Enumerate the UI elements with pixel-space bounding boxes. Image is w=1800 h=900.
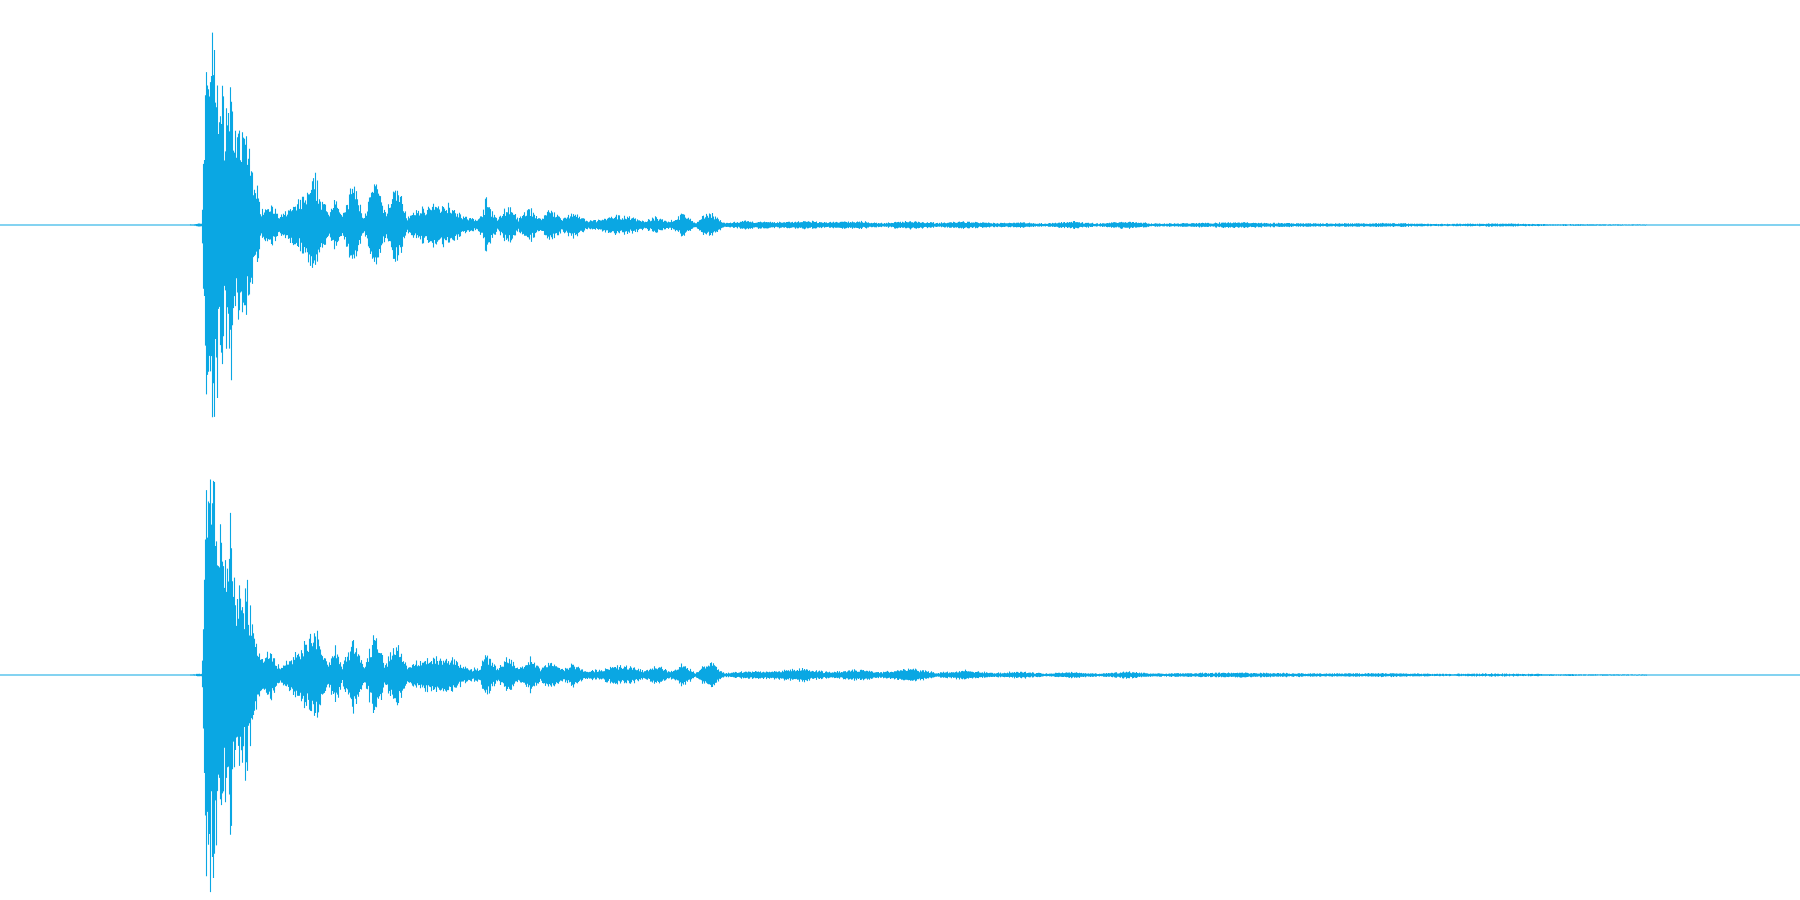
channel-1-waveform bbox=[189, 32, 1648, 418]
channel-2-waveform bbox=[189, 479, 1648, 893]
